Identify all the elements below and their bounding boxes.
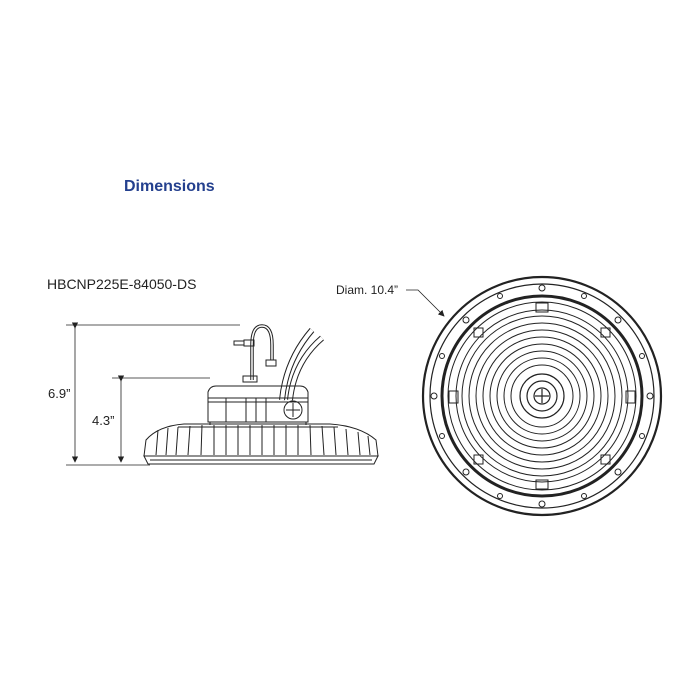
mounting-tabs — [448, 302, 636, 490]
diameter-leader — [406, 289, 445, 317]
driver-housing — [207, 385, 309, 423]
diameter-label: Diam. 10.4” — [336, 283, 399, 297]
outer-rim — [421, 275, 663, 517]
model-number: HBCNP225E-84050-DS — [47, 276, 197, 292]
overall-height-dimension — [66, 322, 240, 463]
rim-bolts — [430, 284, 654, 508]
body-height-dimension — [112, 375, 210, 463]
bottom-view-drawing — [406, 275, 663, 517]
hanging-hook — [233, 324, 277, 383]
junction-box-icon — [283, 400, 303, 420]
lens-rings — [455, 309, 629, 483]
side-view-drawing — [66, 322, 379, 466]
power-cables — [279, 328, 324, 401]
body-height-label: 4.3” — [92, 413, 115, 428]
section-heading: Dimensions — [124, 178, 215, 195]
center-hub — [519, 373, 565, 419]
heatsink-body — [143, 422, 379, 465]
overall-height-label: 6.9” — [48, 386, 71, 401]
